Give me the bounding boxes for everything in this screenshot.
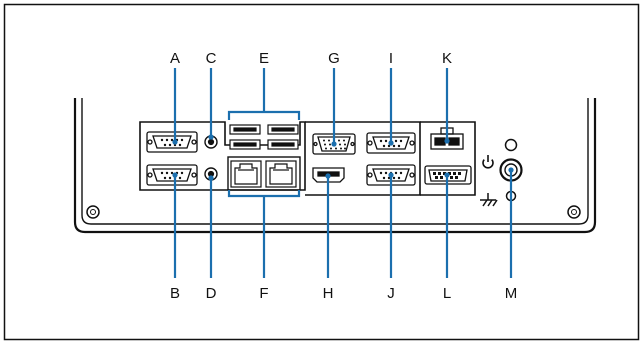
serial-port-i bbox=[366, 132, 416, 154]
callout-e bbox=[227, 110, 301, 120]
label-i: I bbox=[389, 50, 393, 67]
ground-icon bbox=[480, 193, 498, 207]
label-b: B bbox=[170, 285, 180, 302]
label-a: A bbox=[170, 50, 180, 67]
terminal-block-l bbox=[424, 165, 472, 185]
callout-f bbox=[227, 190, 301, 198]
label-f: F bbox=[259, 285, 268, 302]
label-g: G bbox=[328, 50, 340, 67]
callout-dot-h bbox=[325, 173, 331, 179]
callout-dot-i bbox=[388, 140, 394, 146]
io-plate bbox=[139, 121, 476, 196]
label-l: L bbox=[443, 285, 451, 302]
callout-lines bbox=[172, 68, 514, 278]
callout-dot-a bbox=[172, 139, 178, 145]
lan-ports-f bbox=[227, 156, 301, 191]
label-m: M bbox=[505, 285, 518, 302]
serial-port-b bbox=[146, 164, 198, 186]
callout-dot-k bbox=[444, 138, 450, 144]
label-d: D bbox=[206, 285, 217, 302]
label-j: J bbox=[387, 285, 395, 302]
labels-top: A C E G I K bbox=[170, 50, 452, 67]
usb-ports-e bbox=[229, 124, 299, 150]
callout-dot-j bbox=[388, 172, 394, 178]
callout-dot-g bbox=[331, 141, 337, 147]
label-c: C bbox=[206, 50, 217, 67]
callout-dot-l bbox=[444, 172, 450, 178]
audio-jack-c bbox=[204, 135, 218, 149]
label-e: E bbox=[259, 50, 269, 67]
labels-bottom: B D F H J L M bbox=[170, 285, 517, 302]
callout-dot-d bbox=[208, 175, 214, 181]
callout-dot-b bbox=[172, 172, 178, 178]
serial-port-j bbox=[366, 164, 416, 186]
outer-frame bbox=[3, 3, 640, 341]
callout-dot-m bbox=[508, 167, 514, 173]
vga-port-g bbox=[312, 133, 356, 155]
label-h: H bbox=[323, 285, 334, 302]
label-k: K bbox=[442, 50, 452, 67]
callout-dot-c bbox=[208, 134, 214, 140]
chassis bbox=[73, 98, 597, 234]
serial-port-a bbox=[146, 131, 198, 153]
power-icon bbox=[482, 155, 494, 169]
